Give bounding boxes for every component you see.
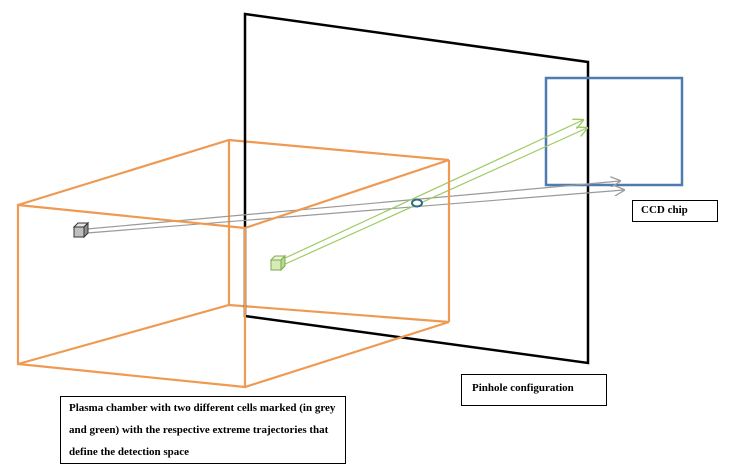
plasma-chamber-back <box>17 138 450 366</box>
plasma-chamber-front <box>16 158 451 389</box>
pinhole-opening <box>411 198 423 208</box>
grey-cell-cube <box>72 221 90 239</box>
green-cell-cube <box>269 254 287 272</box>
pinhole-configuration-label: Pinhole configuration <box>461 374 607 406</box>
ccd-chip-label: CCD chip <box>632 200 718 222</box>
plasma-chamber-caption: Plasma chamber with two different cells … <box>60 396 346 464</box>
ccd-chip <box>544 76 684 187</box>
green-trajectories <box>282 120 587 266</box>
